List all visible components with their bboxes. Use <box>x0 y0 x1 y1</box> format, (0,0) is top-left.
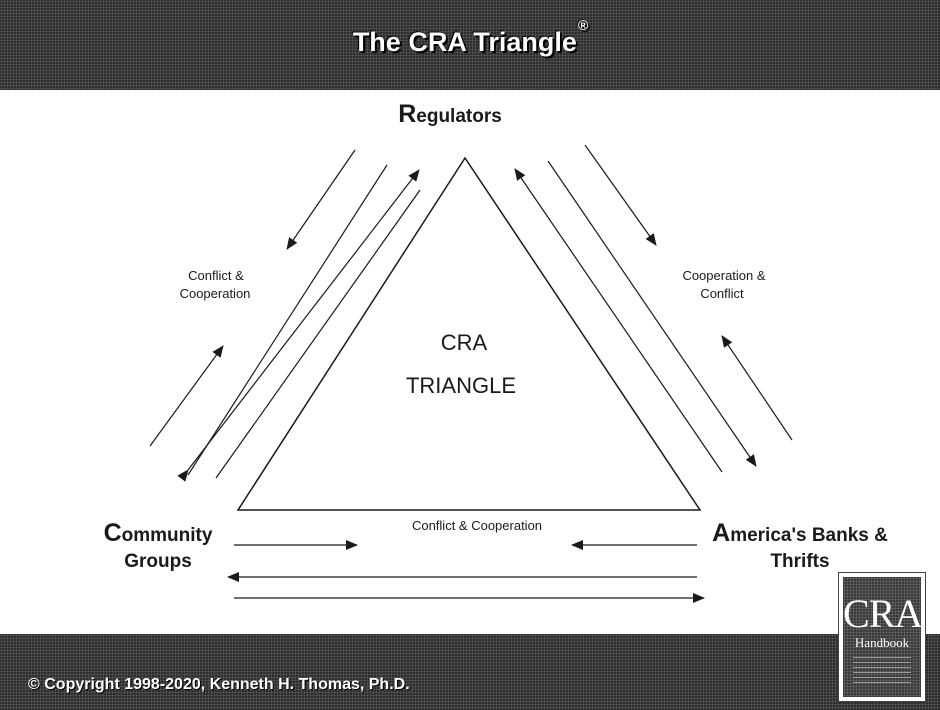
vertex-regulators: Regulators <box>398 100 502 128</box>
arrow-regulators-to-community-upper <box>286 149 356 250</box>
book-cover-fine-print <box>853 657 911 683</box>
book-title: CRA <box>843 591 923 636</box>
page-title: The CRA Triangle® <box>352 17 588 58</box>
relation-bottom: Conflict & Cooperation <box>412 518 542 533</box>
center-label-cra: CRA <box>441 330 488 355</box>
arrow-community-to-regulators-lower <box>149 345 224 447</box>
book-cover: CRA Handbook <box>843 577 923 697</box>
title-banner: The CRA Triangle® <box>0 0 940 90</box>
vertex-banks-line1: America's Banks & <box>712 519 888 547</box>
vertex-community-line2: Groups <box>124 551 192 572</box>
registered-mark: ® <box>577 16 589 33</box>
book-subtitle: Handbook <box>854 635 910 650</box>
vertex-banks-line2: Thrifts <box>770 551 829 572</box>
relation-right-line2: Conflict <box>700 286 744 301</box>
arrow-community-regulators-two-way <box>177 169 420 482</box>
relation-right-line1: Cooperation & <box>682 268 765 283</box>
line-community-regulators-inner <box>215 189 421 479</box>
vertex-rest-text: merica's Banks & <box>730 525 888 546</box>
vertex-rest-text: egulators <box>416 106 502 127</box>
title-text: The CRA Triangle <box>352 26 577 57</box>
vertex-initial-letter: A <box>712 519 730 547</box>
arrow-regulators-to-banks-upper <box>584 144 657 246</box>
footer-banner: © Copyright 1998-2020, Kenneth H. Thomas… <box>0 634 940 710</box>
copyright-text: © Copyright 1998-2020, Kenneth H. Thomas… <box>28 676 410 693</box>
center-label-triangle: TRIANGLE <box>406 373 516 398</box>
line-community-regulators-long <box>187 164 388 476</box>
vertex-initial-letter: C <box>104 519 122 547</box>
vertex-community-line1: Community <box>104 519 213 547</box>
arrow-regulators-to-banks-long <box>547 160 757 467</box>
cra-handbook-cover-image: CRA Handbook <box>838 572 926 702</box>
vertex-rest-text: ommunity <box>122 525 213 546</box>
relation-left-line1: Conflict & <box>188 268 244 283</box>
arrow-banks-to-regulators-lower <box>721 335 793 441</box>
arrow-banks-to-regulators-long <box>514 168 723 473</box>
relation-left-line2: Cooperation <box>180 286 251 301</box>
vertex-initial-letter: R <box>398 100 416 128</box>
